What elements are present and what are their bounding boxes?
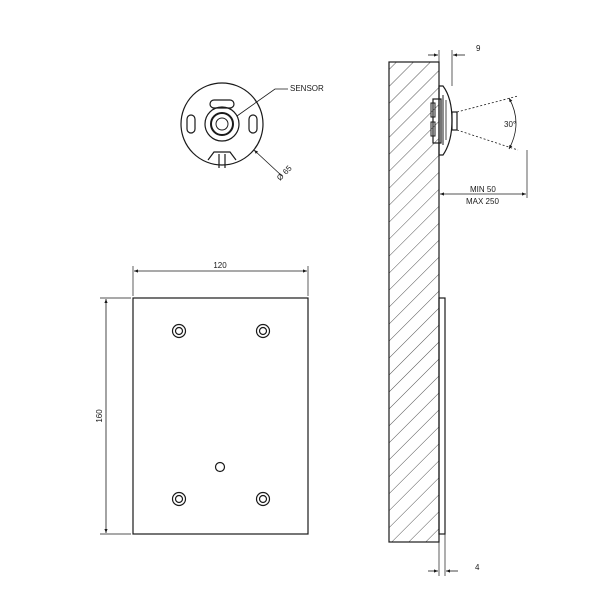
sensor-outer-ring (180, 82, 264, 166)
wall-section (388, 61, 440, 543)
sensor-lens-center (215, 117, 229, 131)
depth-top-label: 9 (476, 44, 481, 53)
sensor-top-slot (209, 99, 235, 109)
range-max-label: MAX 250 (466, 197, 499, 206)
diameter-label: Ø 65 (275, 163, 294, 182)
width-dimension: 120 (132, 261, 309, 296)
range-dimension: MIN 50 MAX 250 (440, 150, 528, 206)
sensor-lens-side (451, 111, 458, 131)
sensor-side-profile (430, 85, 458, 156)
sensor-left-slot (186, 114, 196, 134)
plate-screw-top-left (171, 323, 187, 339)
angle-label: 30° (504, 120, 516, 129)
sensor-lens (210, 112, 234, 136)
sensor-bottom-tab (207, 151, 237, 161)
sensor-label: SENSOR (290, 84, 324, 93)
bottom-depth-dimension: 4 (428, 534, 480, 576)
sensor-leader-line (236, 88, 288, 117)
plate-side-profile (438, 297, 446, 535)
sensor-front-view: SENSOR Ø 65 (180, 82, 324, 182)
depth-bottom-label: 4 (475, 563, 480, 572)
diameter-leader-line (253, 149, 283, 177)
side-section-view: 30° 9 MIN 50 MAX 250 4 (388, 44, 528, 576)
plate-screw-bottom-right (255, 491, 271, 507)
plate-front-view: 120 160 (95, 261, 309, 535)
sensor-right-slot (248, 114, 258, 134)
plate-screw-top-right (255, 323, 271, 339)
plate-screw-bottom-left (171, 491, 187, 507)
plate-outline (132, 297, 309, 535)
height-dimension: 160 (95, 297, 131, 535)
width-label: 120 (213, 261, 227, 270)
plate-center-hole (214, 461, 226, 473)
height-label: 160 (95, 409, 104, 423)
range-min-label: MIN 50 (470, 185, 496, 194)
sensor-lens-ring (204, 106, 240, 142)
detection-cone: 30° (456, 95, 519, 151)
top-depth-dimension: 9 (428, 44, 481, 86)
